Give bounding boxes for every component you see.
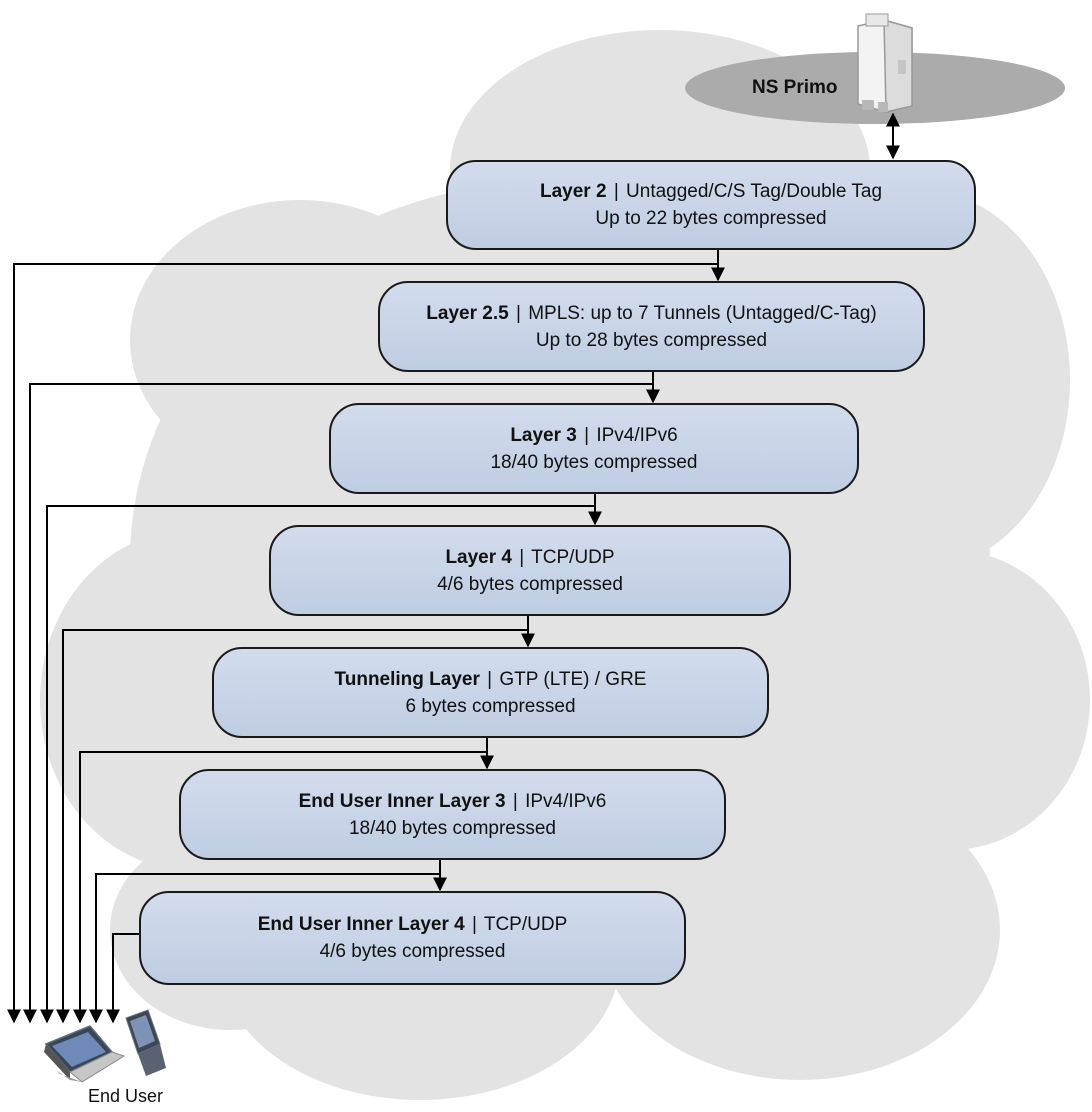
layer-detail: TCP/UDP <box>531 546 615 568</box>
layer-compression: Up to 28 bytes compressed <box>535 329 768 351</box>
end-user-inner-layer-4-box: End User Inner Layer 4 | TCP/UDP 4/6 byt… <box>139 891 686 985</box>
laptop-icon <box>44 1025 126 1083</box>
layer-detail: IPv4/IPv6 <box>596 424 678 446</box>
separator: | <box>519 546 525 568</box>
layer-name: Layer 3 <box>510 424 577 446</box>
tunneling-layer-box: Tunneling Layer | GTP (LTE) / GRE 6 byte… <box>212 647 769 738</box>
separator: | <box>487 668 493 690</box>
layer-compression: Up to 22 bytes compressed <box>595 208 827 229</box>
layer-name: Layer 4 <box>445 546 512 568</box>
handheld-device-icon <box>125 1009 166 1076</box>
layer-detail: MPLS: up to 7 Tunnels (Untagged/C-Tag) <box>528 302 877 324</box>
separator: | <box>471 914 477 935</box>
radio-unit-icon <box>857 13 913 113</box>
end-user-inner-layer-3-box: End User Inner Layer 3 | IPv4/IPv6 18/40… <box>179 769 726 860</box>
layer-name: End User Inner Layer 4 <box>257 914 465 935</box>
layer-2-box: Layer 2 | Untagged/C/S Tag/Double Tag Up… <box>446 160 976 250</box>
layer-compression: 4/6 bytes compressed <box>319 941 506 962</box>
layer-detail: Untagged/C/S Tag/Double Tag <box>626 181 883 202</box>
separator: | <box>515 302 521 324</box>
connector-lines <box>7 250 725 1024</box>
layer-compression: 18/40 bytes compressed <box>348 817 556 839</box>
layer-detail: IPv4/IPv6 <box>525 790 607 812</box>
end-user-label: End User <box>88 1086 164 1106</box>
separator: | <box>584 424 590 446</box>
layer-name: Layer 2 <box>539 181 607 202</box>
separator: | <box>512 790 518 812</box>
layer-4-box: Layer 4 | TCP/UDP 4/6 bytes compressed <box>269 525 791 616</box>
primo-label: NS Primo <box>752 77 838 98</box>
separator: | <box>613 181 619 202</box>
layer-name: Layer 2.5 <box>426 302 509 324</box>
layer-2-5-box: Layer 2.5 | MPLS: up to 7 Tunnels (Untag… <box>378 281 925 372</box>
layer-name: End User Inner Layer 3 <box>298 790 506 812</box>
layer-detail: GTP (LTE) / GRE <box>499 668 647 690</box>
layer-name: Tunneling Layer <box>334 668 480 690</box>
layer-compression: 6 bytes compressed <box>405 695 576 717</box>
layer-compression: 4/6 bytes compressed <box>437 573 623 595</box>
layer-detail: TCP/UDP <box>483 914 568 935</box>
layer-3-box: Layer 3 | IPv4/IPv6 18/40 bytes compress… <box>329 403 859 494</box>
layer-compression: 18/40 bytes compressed <box>490 451 698 473</box>
